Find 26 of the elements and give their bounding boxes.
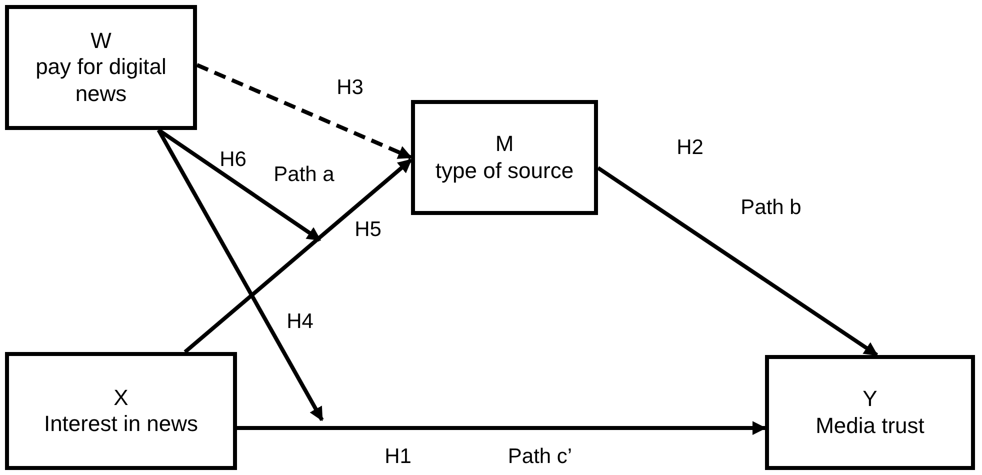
path-label: Path a (274, 163, 334, 187)
edge-label: H6 (220, 148, 246, 172)
arrow (156, 129, 324, 422)
arrow (237, 421, 766, 436)
arrow (596, 166, 878, 357)
arrow (184, 158, 412, 354)
variable-letter: Y (862, 386, 878, 412)
path-label: Path b (740, 196, 802, 220)
arrow (196, 63, 412, 160)
edge-label: H2 (676, 136, 704, 160)
variable-name: Interest in news (44, 411, 198, 438)
path-label: Path c’ (508, 445, 572, 469)
variable-name: pay for digital news (34, 54, 168, 108)
edge-label: H5 (354, 218, 382, 242)
variable-name: Media trust (816, 412, 924, 439)
variable-letter: W (90, 28, 112, 54)
variable-box (765, 355, 975, 470)
edge-label: H3 (336, 76, 364, 100)
variable-letter: M (495, 131, 514, 158)
edge-label: H1 (384, 445, 412, 469)
variable-box (411, 100, 598, 215)
variable-box (5, 5, 197, 130)
edge-label: H4 (286, 310, 314, 334)
variable-name: type of source (435, 158, 574, 184)
variable-box (5, 352, 237, 470)
variable-letter: X (114, 384, 128, 411)
